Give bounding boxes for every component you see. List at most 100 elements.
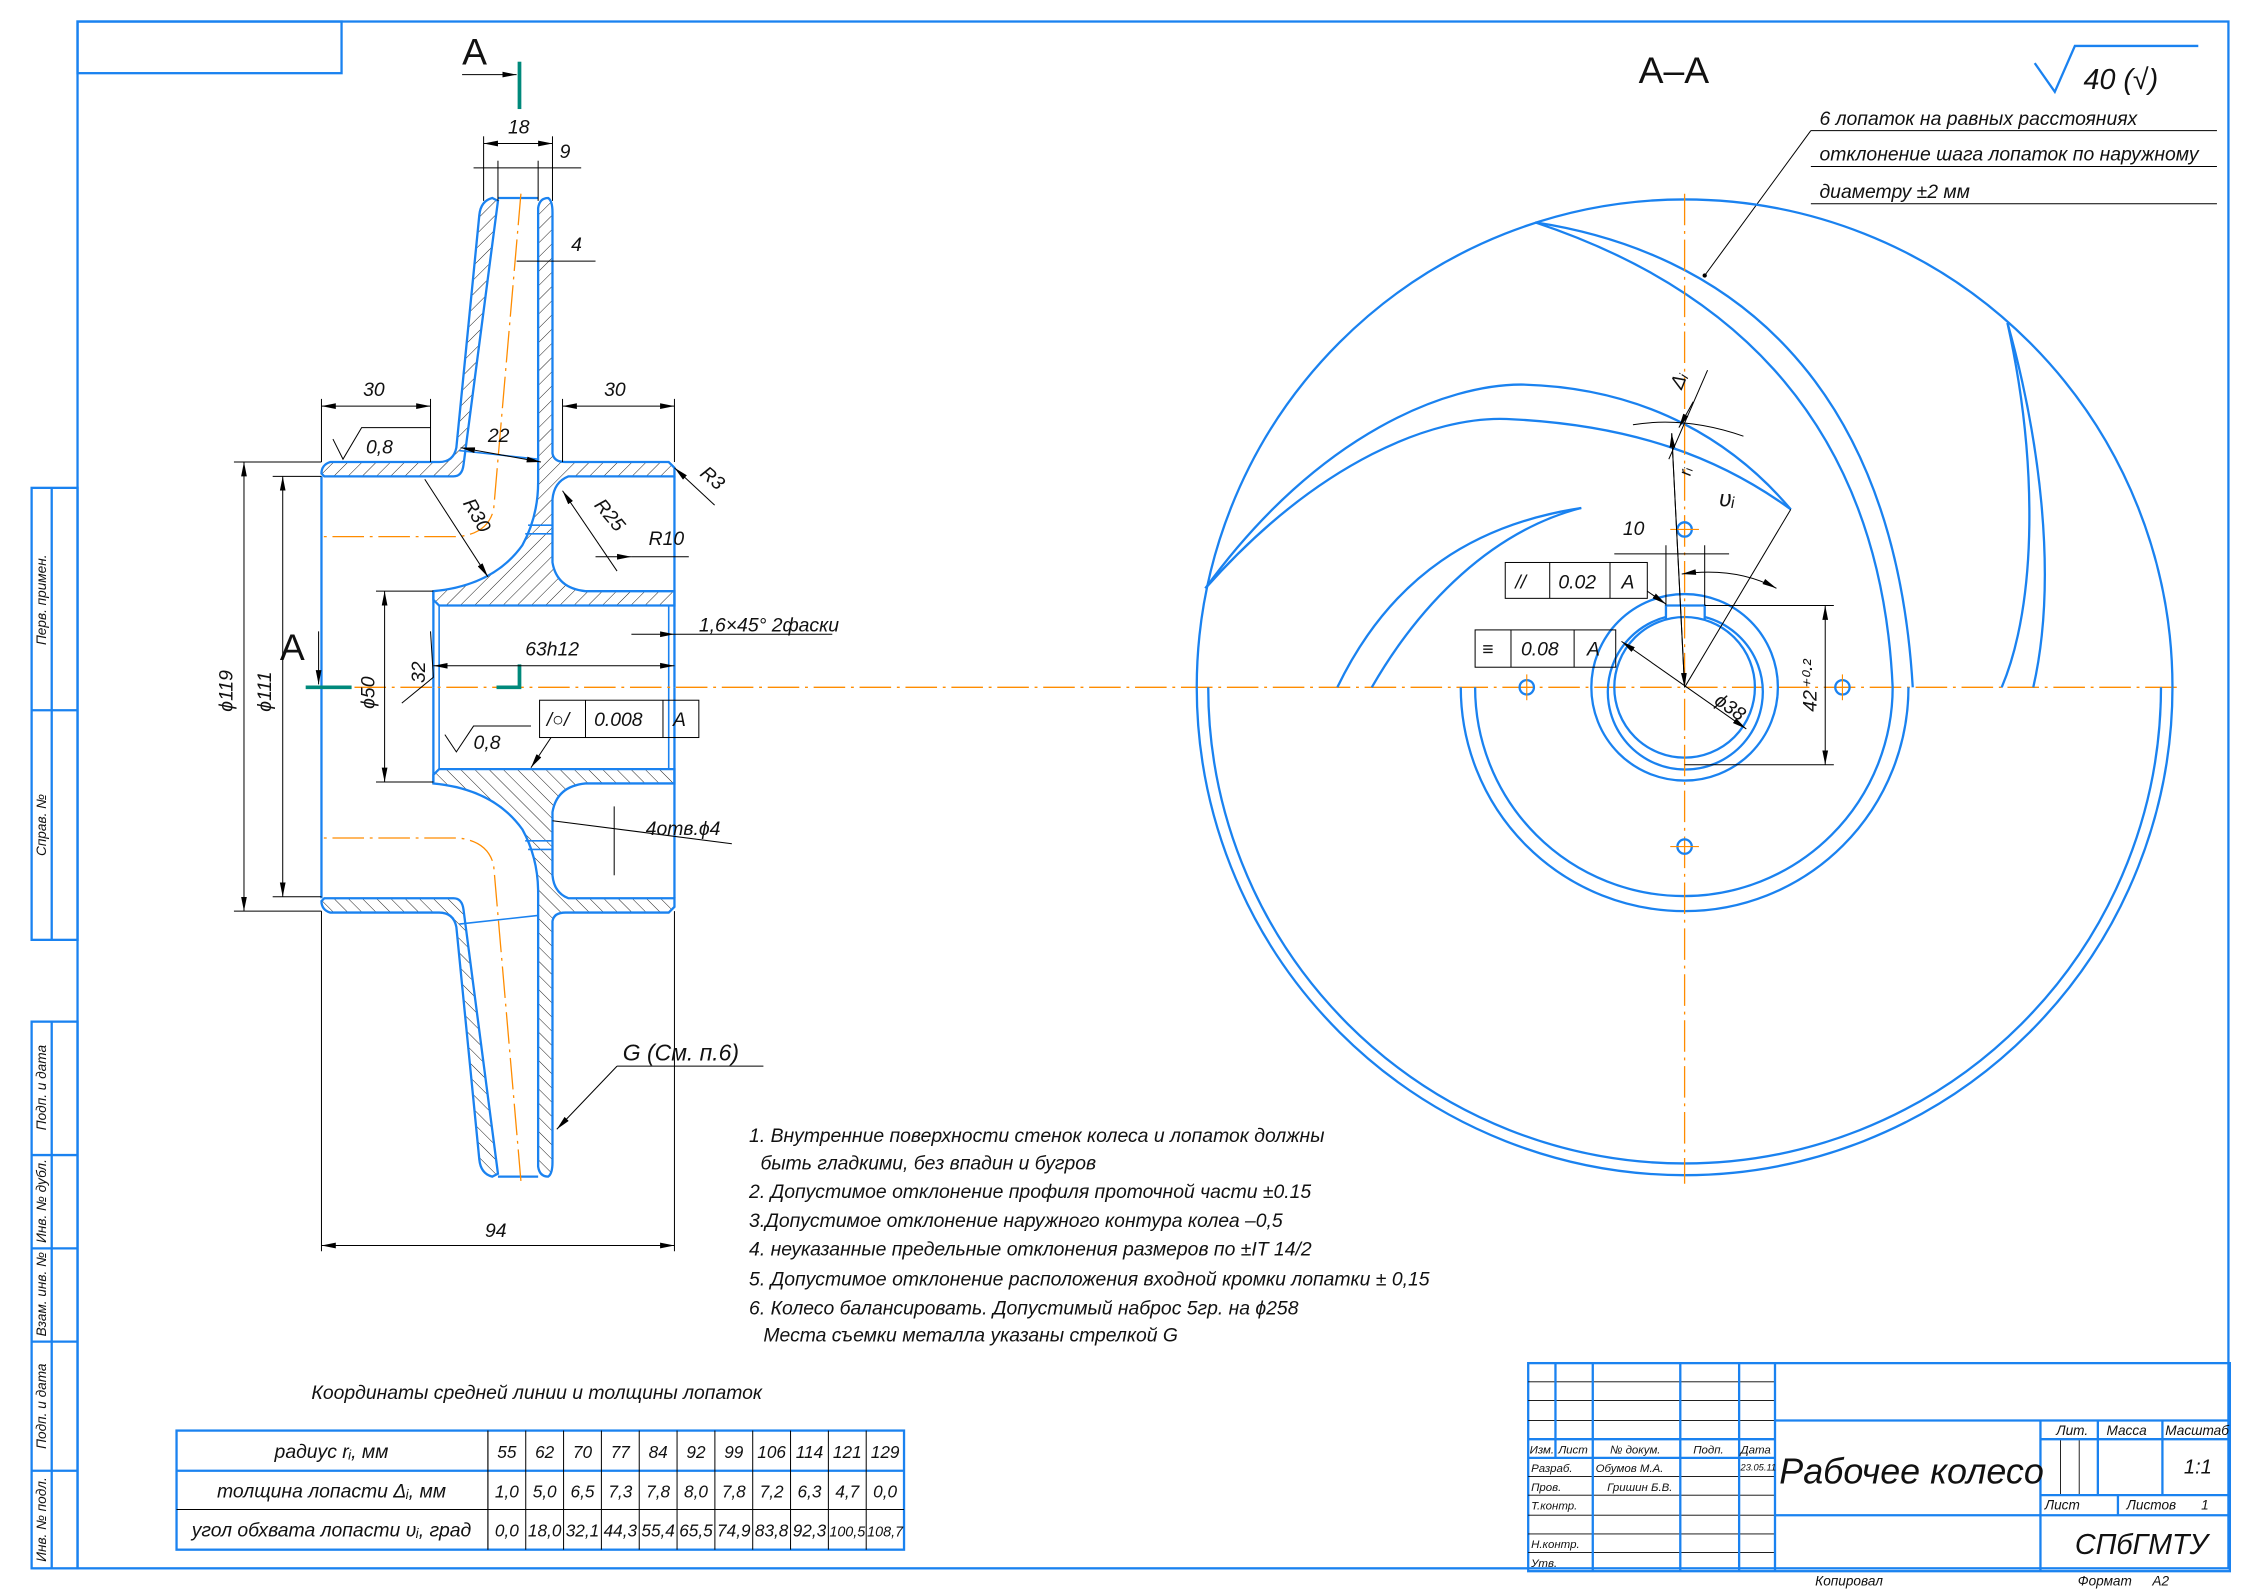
note-6: 6. Колесо балансировать. Допустимый набр… (749, 1297, 1299, 1319)
balance-mark-label: G (См. п.6) (623, 1039, 739, 1065)
note-5: 5. Допустимое отклонение расположения вх… (749, 1269, 1430, 1291)
table-cell: 18,0 (528, 1521, 562, 1541)
side-label-dup-inv: Инв. № дубл. (34, 1159, 49, 1243)
table-cell: 92 (686, 1442, 706, 1462)
section-upper-half (320, 193, 676, 688)
mass-label: Масса (2106, 1423, 2147, 1438)
blade-coordinates-table: Координаты средней линии и толщины лопат… (175, 1382, 906, 1551)
header-doc: № докум. (1610, 1445, 1661, 1457)
dim-42: 42⁺⁰·² (1800, 658, 1822, 712)
table-cell: 1,0 (495, 1481, 519, 1501)
dim-phi50: ϕ50 (358, 676, 380, 709)
role-tech-control: Т.контр. (1531, 1500, 1577, 1512)
dimensions-left: 18 9 4 30 30 0,8 22 R3 R30 R25 R10 1 (216, 116, 839, 1252)
general-roughness-value: 40 (√) (2084, 64, 2159, 96)
table-cell: 92,3 (793, 1521, 827, 1541)
table-cell: 7,8 (646, 1481, 670, 1501)
table-cell: 62 (535, 1442, 555, 1462)
roughness-32: 32 (408, 661, 430, 683)
table-cell: 65,5 (679, 1521, 713, 1541)
dim-r30: R30 (458, 495, 495, 537)
roughness-0-8-top: 0,8 (366, 436, 393, 458)
blade-note-line-3: диаметру ±2 мм (1819, 181, 1969, 203)
developer-name: Обумов М.А. (1596, 1463, 1664, 1475)
runout-tolerance-frame: /○/ 0.008 A (530, 699, 700, 768)
scale-label: Масштаб (2165, 1423, 2230, 1438)
blade-note: 6 лопаток на равных расстояниях отклонен… (1702, 108, 2217, 278)
table-cell: 70 (573, 1442, 593, 1462)
side-label-ref-no: Справ. № (34, 794, 49, 856)
back-wall-hub (432, 196, 676, 607)
role-norm-control: Н.контр. (1531, 1539, 1580, 1551)
side-label-orig-inv: Инв. № подл. (34, 1477, 49, 1562)
role-developer: Разраб. (1531, 1463, 1573, 1475)
impeller-plan-view: А–А 40 (√) 6 лопаток на равных расстояни… (1195, 44, 2217, 1184)
parallelism-frame: // 0.02 A (1504, 561, 1667, 605)
developer-date: 23.05.11 (1740, 1463, 1777, 1473)
role-approved: Утв. (1530, 1558, 1557, 1570)
symmetry-symbol: ≡ (1482, 639, 1493, 661)
table-row-label: радиус rᵢ, мм (274, 1441, 389, 1463)
dim-22: 22 (487, 425, 510, 447)
header-izm: Изм. (1530, 1445, 1554, 1457)
runout-symbol: /○/ (545, 709, 572, 731)
roughness-0-8-bore: 0,8 (474, 732, 501, 754)
copied-label: Копировал (1815, 1574, 1883, 1589)
sheets-count: 1 (2201, 1497, 2209, 1512)
blades (1204, 221, 2046, 913)
table-cell: 114 (796, 1442, 823, 1462)
organization: СПбГМТУ (2075, 1529, 2211, 1561)
table-cell: 129 (871, 1442, 900, 1462)
symmetry-value: 0.08 (1521, 639, 1559, 661)
dim-r-i: rᵢ (1675, 465, 1696, 477)
role-checker: Пров. (1531, 1482, 1561, 1494)
side-label-first-use: Перв. примен. (34, 554, 49, 645)
dim-keyway-10: 10 (1623, 518, 1645, 540)
table-cell: 74,9 (717, 1521, 751, 1541)
dim-r10: R10 (649, 528, 685, 550)
table-cell: 121 (833, 1442, 862, 1462)
dim-r25: R25 (590, 495, 630, 537)
dim-30-left: 30 (363, 379, 385, 401)
note-1-cont: быть гладкими, без впадин и бугров (761, 1152, 1097, 1174)
table-cell: 84 (649, 1442, 668, 1462)
table-cell: 8,0 (684, 1481, 708, 1501)
dim-bore-63h12: 63h12 (525, 639, 579, 661)
general-roughness: 40 (√) (2033, 44, 2199, 96)
table-row-label: толщина лопасти Δᵢ, мм (217, 1480, 446, 1502)
section-label-top: A (462, 31, 487, 73)
table-cell: 7,2 (760, 1481, 784, 1501)
header-sign: Подп. (1693, 1445, 1724, 1457)
dim-phi38: ϕ38 (1710, 689, 1749, 726)
header-list: Лист (1557, 1445, 1588, 1457)
cut-plane-bend-mark (496, 664, 522, 690)
table-cell: 99 (724, 1442, 744, 1462)
side-label-repl-inv: Взам. инв. № (34, 1252, 49, 1337)
table-cell: 32,1 (566, 1521, 599, 1541)
side-label-sign-date-1: Подп. и дата (34, 1045, 49, 1131)
table-cell: 100,5 (829, 1525, 865, 1541)
table-cell: 5,0 (533, 1481, 557, 1501)
dim-r3: R3 (696, 462, 729, 495)
side-label-sign-date-2: Подп. и дата (34, 1363, 49, 1449)
dim-30-right: 30 (604, 379, 626, 401)
lit-label: Лит. (2055, 1423, 2088, 1438)
table-cell: 7,8 (722, 1481, 746, 1501)
table-cell: 83,8 (755, 1521, 789, 1541)
runout-value: 0.008 (594, 709, 643, 731)
format-label: Формат (2078, 1574, 2132, 1589)
parallelism-symbol: // (1513, 571, 1528, 593)
note-6-cont: Места съемки металла указаны стрелкой G (763, 1325, 1178, 1347)
holes-note: 4отв.ϕ4 (646, 818, 721, 840)
table-cell: 6,5 (571, 1481, 595, 1501)
dim-phi111: ϕ111 (254, 671, 276, 711)
side-strip: Перв. примен. Справ. № Подп. и дата Инв.… (30, 486, 79, 1570)
dim-delta-i: Δᵢ (1666, 369, 1693, 393)
dim-94: 94 (485, 1220, 507, 1242)
scale-value: 1:1 (2184, 1457, 2212, 1479)
dim-phi119: ϕ119 (216, 670, 238, 712)
dim-18: 18 (508, 116, 530, 138)
impeller-section-view: A A 18 9 4 30 30 0,8 22 R3 (216, 31, 2182, 1252)
note-2: 2. Допустимое отклонение профиля проточн… (748, 1181, 1311, 1203)
parallelism-datum: A (1620, 571, 1634, 593)
